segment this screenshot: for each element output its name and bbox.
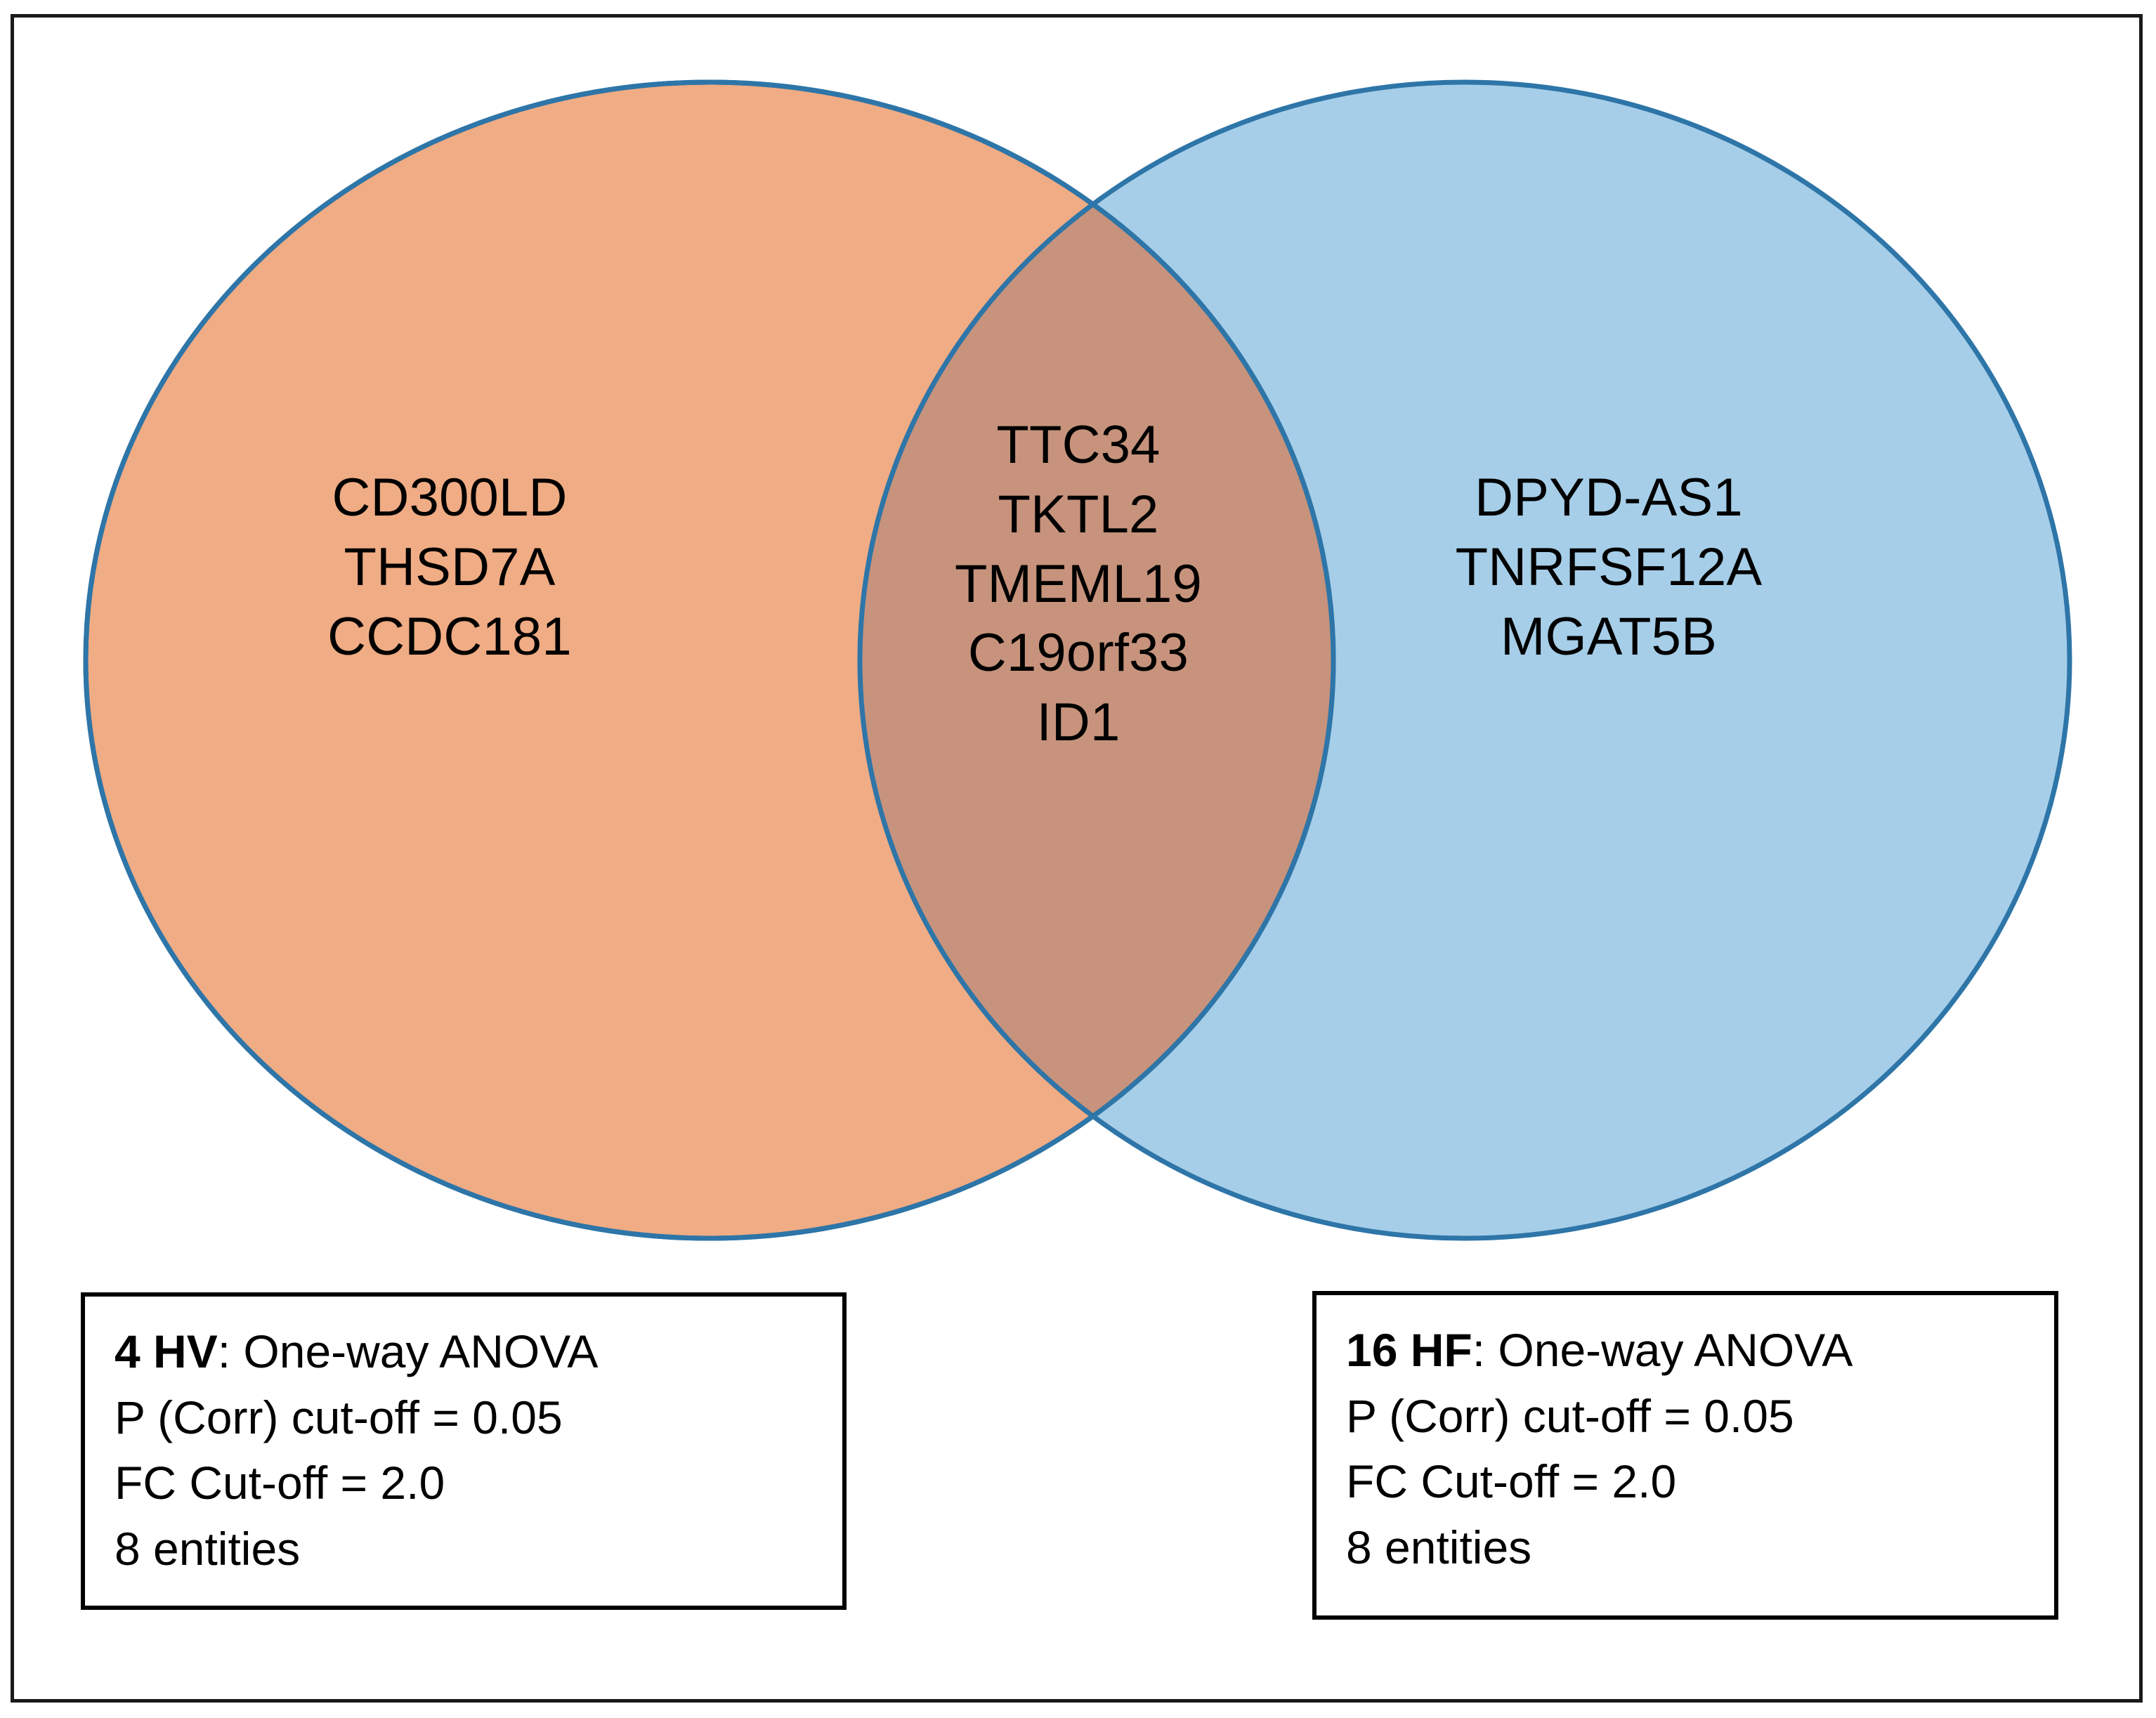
gene-label: CCDC181: [327, 606, 572, 667]
caption-set-name: 16 HF: [1346, 1324, 1472, 1376]
caption-line-pvalue: P (Corr) cut-off = 0.05: [115, 1391, 563, 1443]
caption-line-fold-change: FC Cut-off = 2.0: [1346, 1455, 1677, 1508]
caption-line-method: 16 HF: One-way ANOVA: [1346, 1318, 2054, 1384]
caption-set-name: 4 HV: [115, 1325, 218, 1377]
gene-label: TNRFSF12A: [1455, 537, 1763, 597]
gene-label: DPYD-AS1: [1475, 468, 1743, 527]
caption-line-fold-change: FC Cut-off = 2.0: [115, 1457, 445, 1509]
caption-line-entities: 8 entities: [1346, 1521, 1532, 1574]
right-set-gene-list: DPYD-AS1 TNRFSF12A MGAT5B: [1363, 464, 1855, 671]
right-set-caption-box: 16 HF: One-way ANOVA P (Corr) cut-off = …: [1312, 1291, 2058, 1620]
gene-label: TMEML19: [955, 553, 1202, 614]
left-set-gene-list: CD300LD THSD7A CCDC181: [211, 464, 688, 671]
gene-label: CD300LD: [332, 468, 568, 527]
gene-label: C19orf33: [967, 623, 1189, 683]
gene-label: THSD7A: [344, 537, 556, 597]
gene-label: TTC34: [996, 415, 1161, 475]
intersection-gene-list: TTC34 TKTL2 TMEML19 C19orf33 ID1: [903, 411, 1254, 758]
left-set-caption-box: 4 HV: One-way ANOVA P (Corr) cut-off = 0…: [81, 1292, 847, 1610]
caption-line-method: 4 HV: One-way ANOVA: [115, 1319, 842, 1385]
caption-line-pvalue: P (Corr) cut-off = 0.05: [1346, 1389, 1794, 1442]
caption-method-text: : One-way ANOVA: [217, 1325, 599, 1377]
gene-label: ID1: [1036, 693, 1121, 753]
gene-label: MGAT5B: [1500, 606, 1718, 667]
caption-line-entities: 8 entities: [115, 1523, 301, 1575]
caption-method-text: : One-way ANOVA: [1472, 1324, 1853, 1376]
gene-label: TKTL2: [998, 484, 1159, 544]
